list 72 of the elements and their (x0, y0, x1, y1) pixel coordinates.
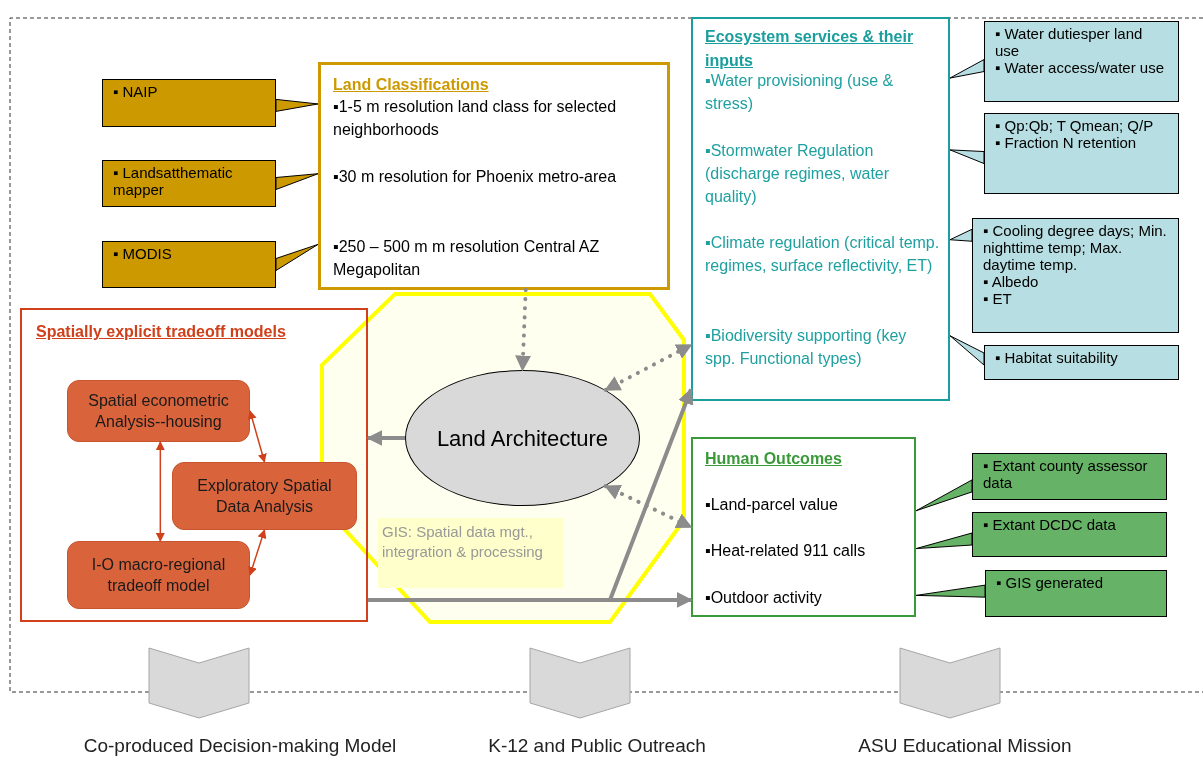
callout-box (985, 570, 1167, 617)
box-heading: Ecosystem services & their inputs (705, 28, 914, 69)
dotted-arrow (603, 484, 693, 529)
chevron-arrow (529, 647, 631, 719)
callout-text: ▪ Water dutiesper land use (995, 25, 1144, 59)
note-text: GIS: Spatial data mgt., integration & processing (382, 522, 544, 562)
bullet-text: ▪Land-parcel value (705, 495, 839, 515)
bullet-text: ▪Stormwater Regulation (discharge regimes, water quality) (705, 141, 891, 207)
chevron-arrow (899, 647, 1001, 719)
callout-tail (949, 59, 985, 79)
callout-text: ▪ Extant DCDC data (983, 516, 1117, 533)
callout-text: ▪ Cooling degree days; Min. nighttime temp; Max. daytime temp. (983, 222, 1168, 273)
callout-box (972, 218, 1179, 333)
panel-heading: Spatially explicit tradeoff models (36, 322, 286, 342)
callout-tail (275, 243, 319, 271)
callout-text: ▪ Qp:Qb; T Qmean; Q/P (995, 117, 1155, 134)
callout-box (102, 79, 276, 127)
bullet-text: ▪Heat-related 911 calls (705, 541, 867, 561)
box-heading: Human Outcomes (705, 450, 842, 467)
callout-text: ▪ Extant county assessor data (983, 457, 1149, 491)
ellipse-label: Land Architecture (436, 424, 609, 453)
gis-note-box (378, 518, 563, 588)
land-classification-box (318, 62, 670, 290)
callout-text: ▪ Habitat suitability (995, 349, 1119, 366)
callout-tail (915, 479, 973, 512)
models-panel (20, 308, 368, 622)
callout-box (972, 512, 1167, 557)
callout-tail (915, 584, 986, 598)
bullet-text: ▪30 m resolution for Phoenix metro-area (333, 167, 618, 187)
bullet-text: ▪Water provisioning (use & stress) (705, 71, 895, 114)
dotted-arrow (603, 342, 693, 392)
callout-box (984, 21, 1179, 102)
bullet-text: ▪Outdoor activity (705, 588, 823, 608)
human-outcomes-box (691, 437, 916, 617)
callout-text: ▪ Water access/water use (995, 59, 1165, 76)
arrow (155, 441, 165, 542)
bullet-text: ▪Biodiversity supporting (key spp. Functional types) (705, 326, 908, 369)
box-heading: Land Classifications (333, 76, 489, 93)
callout-box (972, 453, 1167, 500)
callout-box (102, 160, 276, 207)
callout-text: ▪ NAIP (113, 83, 159, 100)
callout-tail (949, 335, 985, 366)
model-box (172, 462, 357, 530)
callout-text: ▪ Landsatthematic mapper (113, 164, 234, 198)
outcome-label: K-12 and Public Outreach (488, 733, 706, 758)
ecosystem-services-box (691, 17, 950, 401)
bullet-text: ▪1-5 m resolution land class for selected neighborhoods (333, 97, 618, 140)
callout-text: ▪ MODIS (113, 245, 173, 262)
callout-text: ▪ Fraction N retention (995, 134, 1138, 151)
bullet-text: ▪Climate regulation (critical temp. regimes, surface reflectivity, ET) (705, 233, 940, 276)
chevron-arrow (148, 647, 250, 719)
dotted-arrow (515, 288, 532, 372)
callout-tail (949, 228, 973, 242)
model-label: Exploratory Spatial Data Analysis (196, 476, 333, 517)
model-label: I-O macro-regional tradeoff model (90, 555, 227, 596)
outcome-label: ASU Educational Mission (858, 733, 1072, 758)
callout-tail (275, 173, 319, 190)
model-label: Spatial econometric Analysis--housing (87, 391, 230, 432)
model-box (67, 380, 250, 442)
model-box (67, 541, 250, 609)
callout-box (984, 113, 1179, 194)
arrow (247, 410, 267, 463)
callout-tail (949, 149, 985, 165)
outcome-label: Co-produced Decision-making Model (83, 733, 397, 758)
callout-text: ▪ Albedo (983, 273, 1040, 290)
callout-tail (275, 98, 319, 112)
bullet-text: ▪250 – 500 m m resolution Central AZ Megapolitan (333, 237, 601, 280)
arrow (248, 529, 267, 576)
callout-tail (915, 532, 973, 550)
callout-text: ▪ ET (983, 290, 1013, 307)
arrow (366, 430, 405, 446)
callout-text: ▪ GIS generated (996, 574, 1105, 591)
